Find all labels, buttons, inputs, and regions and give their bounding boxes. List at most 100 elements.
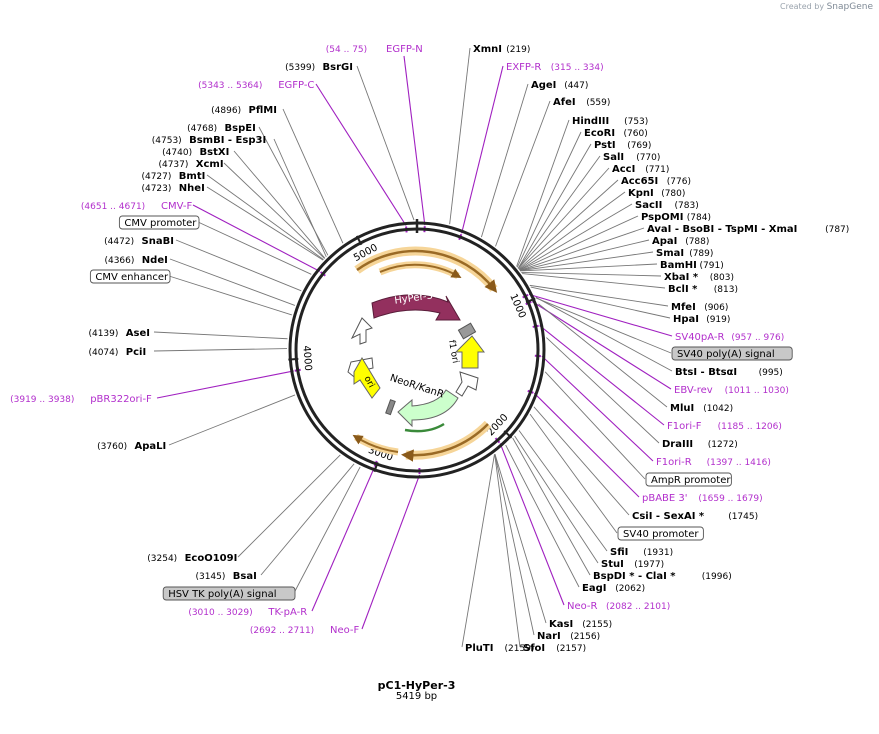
leader-line-xbai bbox=[521, 271, 662, 277]
primer-name-egfp-c: EGFP-C bbox=[278, 80, 314, 91]
leader-line-agei bbox=[480, 83, 529, 238]
enzyme-position-draiii: (1272) bbox=[708, 440, 738, 450]
enzyme-name-avai-bsobi-tspmi-xmai: AvaI - BsoBI - TspMI - XmaI bbox=[647, 224, 797, 235]
primer-name-f1ori-f: F1ori-F bbox=[667, 421, 702, 432]
site-labels: EGFP-N(54 .. 75)XmnI(219)BsrGI(5399)EXFP… bbox=[10, 44, 849, 654]
enzyme-name-bcli: BclI * bbox=[668, 284, 698, 295]
ring-tick bbox=[503, 430, 513, 439]
enzyme-name-pflmi: PflMI bbox=[249, 105, 277, 116]
primer-name-ebv-rev: EBV-rev bbox=[674, 385, 713, 396]
enzyme-position-bcli: (813) bbox=[714, 285, 738, 295]
enzyme-position-nari: (2156) bbox=[570, 632, 600, 642]
enzyme-position-mlui: (1042) bbox=[703, 404, 733, 414]
primer-position-neo-f: (2692 .. 2711) bbox=[250, 626, 314, 636]
feature-box-label-ampr-promoter: AmpR promoter bbox=[651, 475, 731, 486]
enzyme-name-sacii: SacII bbox=[635, 200, 662, 211]
enzyme-position-sfoi: (2157) bbox=[556, 644, 586, 654]
feature-box-label-cmv-enhancer: CMV enhancer bbox=[95, 272, 169, 283]
small-gray-feature-1 bbox=[457, 322, 477, 340]
small-gray-feature-2 bbox=[385, 399, 396, 416]
enzyme-position-psti: (769) bbox=[627, 141, 651, 151]
leader-line-f1ori-f bbox=[539, 325, 665, 426]
leader-line-avai-bsobi-tspmi-xmai bbox=[519, 227, 645, 271]
enzyme-name-bmti: BmtI bbox=[179, 171, 206, 182]
leader-line-cmv-promoter bbox=[197, 221, 312, 275]
enzyme-name-mfei: MfeI bbox=[671, 302, 696, 313]
backbone-outer bbox=[288, 221, 546, 479]
leader-line-pluti bbox=[461, 454, 495, 648]
leader-line-neo-f bbox=[361, 474, 421, 630]
enzyme-position-bamhi: (791) bbox=[700, 261, 724, 271]
enzyme-name-xcmi: XcmI bbox=[196, 159, 224, 170]
leader-line-stui bbox=[514, 435, 599, 564]
leader-line-kpni bbox=[518, 191, 626, 271]
enzyme-name-apai: ApaI bbox=[652, 236, 677, 247]
leader-line-acc65i bbox=[518, 179, 619, 270]
enzyme-position-snabi: (4472) bbox=[104, 237, 134, 247]
enzyme-position-mfei: (906) bbox=[704, 303, 728, 313]
leader-line-hpai bbox=[530, 286, 671, 319]
leader-line-bsmbi-esp3i bbox=[273, 138, 327, 258]
leader-line-pbabe-3 bbox=[533, 392, 640, 498]
enzyme-name-nhei: NheI bbox=[179, 183, 205, 194]
feature-label-f1-ori: f1 ori bbox=[446, 339, 460, 364]
primer-position-neo-r: (2082 .. 2101) bbox=[606, 602, 670, 612]
feature-label-ori: ori bbox=[362, 375, 376, 390]
enzyme-position-hindiii: (753) bbox=[624, 117, 648, 127]
enzyme-name-pspomi: PspOMI bbox=[641, 212, 683, 223]
enzyme-name-csii-sexai: CsiI - SexAI * bbox=[632, 511, 705, 522]
primer-name-pbabe-3: pBABE 3' bbox=[642, 493, 688, 504]
enzyme-name-snabi: SnaBI bbox=[142, 236, 174, 247]
primer-name-egfp-n: EGFP-N bbox=[386, 44, 423, 55]
ring-tick-label: 4000 bbox=[300, 345, 313, 371]
leader-line-snabi bbox=[175, 239, 302, 292]
leader-line-tk-pa-r bbox=[311, 467, 375, 612]
enzyme-position-agei: (447) bbox=[564, 81, 588, 91]
leader-line-sfoi bbox=[494, 454, 521, 648]
leader-line-ecori bbox=[516, 131, 582, 268]
enzyme-name-mlui: MluI bbox=[670, 403, 694, 414]
leader-line-f1ori-r bbox=[541, 355, 654, 462]
primer-position-cmv-f: (4651 .. 4671) bbox=[81, 202, 145, 212]
enzyme-name-acci: AccI bbox=[612, 164, 635, 175]
enzyme-name-bsmbi-esp3i: BsmBI - Esp3I bbox=[189, 135, 266, 146]
enzyme-name-smai: SmaI bbox=[656, 248, 684, 259]
feature-arc-orange-4 bbox=[354, 433, 399, 456]
enzyme-name-bamhi: BamHI bbox=[660, 260, 697, 271]
enzyme-name-sali: SalI bbox=[603, 152, 624, 163]
hyper3-feature bbox=[371, 294, 461, 321]
leader-line-smai bbox=[519, 251, 654, 272]
enzyme-position-bstxi: (4740) bbox=[162, 148, 192, 158]
leader-line-pcii bbox=[153, 348, 288, 352]
enzyme-position-avai-bsobi-tspmi-xmai: (787) bbox=[825, 225, 849, 235]
enzyme-position-pluti: (2159) bbox=[505, 644, 535, 654]
ring-tick bbox=[355, 235, 363, 246]
enzyme-name-draiii: DraIII bbox=[662, 439, 693, 450]
leader-line-afei bbox=[495, 100, 551, 247]
feature-label-hyper-3: HyPer-3 bbox=[394, 290, 434, 306]
primer-position-pbabe-3: (1659 .. 1679) bbox=[698, 494, 762, 504]
enzyme-position-ecoo109i: (3254) bbox=[147, 554, 177, 564]
feature-box-label-sv40-poly-a-signal: SV40 poly(A) signal bbox=[677, 349, 775, 360]
enzyme-name-bspdi-clai: BspDI * - ClaI * bbox=[593, 571, 676, 582]
enzyme-name-kasi: KasI bbox=[549, 619, 573, 630]
leader-line-csii-sexai bbox=[533, 406, 630, 516]
leader-line-pbr322ori-f bbox=[156, 370, 294, 399]
leader-line-exfp-r bbox=[461, 65, 504, 234]
primer-position-egfp-c: (5343 .. 5364) bbox=[198, 81, 262, 91]
feature-box-label-cmv-promoter: CMV promoter bbox=[124, 218, 197, 229]
leader-line-ebv-rev bbox=[531, 301, 672, 390]
leader-line-ecoo109i bbox=[237, 454, 341, 558]
enzyme-name-acc65i: Acc65I bbox=[621, 176, 658, 187]
feature-arrows bbox=[347, 246, 498, 462]
feature-arc-orange-2-core bbox=[379, 263, 462, 278]
primer-name-exfp-r: EXFP-R bbox=[506, 62, 541, 73]
enzyme-position-kasi: (2155) bbox=[582, 620, 612, 630]
leader-line-sfii bbox=[518, 430, 608, 552]
leader-line-nhei bbox=[206, 186, 324, 261]
primer-name-neo-f: Neo-F bbox=[330, 625, 360, 636]
leader-line-draiii bbox=[546, 337, 660, 444]
feature-box-hsv-tk-poly-a-signal bbox=[162, 586, 296, 601]
leader-line-bspei bbox=[258, 126, 329, 256]
